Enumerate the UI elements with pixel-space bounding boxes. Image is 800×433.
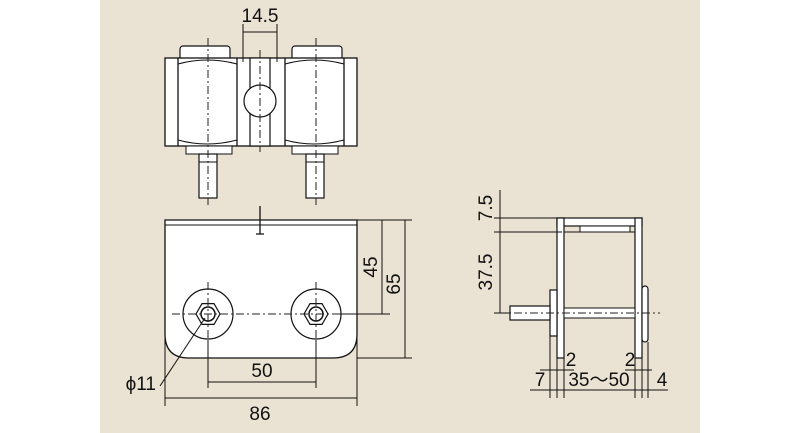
dim-overall-width: 86 xyxy=(249,404,270,425)
dim-side-height: 37.5 xyxy=(476,254,497,291)
dim-front-height-inner: 45 xyxy=(361,256,382,277)
dim-side-right: 4 xyxy=(657,370,668,391)
side-right-wall xyxy=(634,217,643,359)
top-view: 14.5 xyxy=(164,6,358,205)
front-view: 45 65 50 86 ϕ11 xyxy=(126,206,412,425)
right-wheel-rim xyxy=(284,59,345,145)
dim-hole-pitch: 50 xyxy=(251,361,272,382)
left-stud xyxy=(198,153,218,199)
side-left-wall xyxy=(556,217,565,359)
dim-front-height-total: 65 xyxy=(384,273,405,294)
side-right-flange xyxy=(641,285,649,343)
drawing-sheet: 14.5 45 65 50 86 xyxy=(100,0,700,433)
dim-top-width: 14.5 xyxy=(242,6,279,27)
left-wheel-rim xyxy=(177,59,238,145)
left-hub-bar xyxy=(185,145,233,155)
dim-side-top: 7.5 xyxy=(476,195,497,221)
front-plate xyxy=(164,219,358,359)
dim-hole-diameter: ϕ11 xyxy=(126,374,156,395)
side-view: 7.5 37.5 2 2 7 35～50 4 xyxy=(476,190,668,398)
right-wheel-drum xyxy=(284,58,345,146)
right-stud xyxy=(305,153,325,199)
dim-side-range: 35～50 xyxy=(568,370,629,391)
dim-side-thickness-left: 2 xyxy=(566,350,577,371)
dim-side-thickness-right: 2 xyxy=(625,350,636,371)
right-hub-bar xyxy=(291,145,339,155)
left-wheel-drum xyxy=(177,58,238,146)
technical-drawing: 14.5 45 65 50 86 xyxy=(100,0,700,433)
dim-side-stud: 7 xyxy=(535,370,546,391)
side-top-flange xyxy=(556,217,643,227)
